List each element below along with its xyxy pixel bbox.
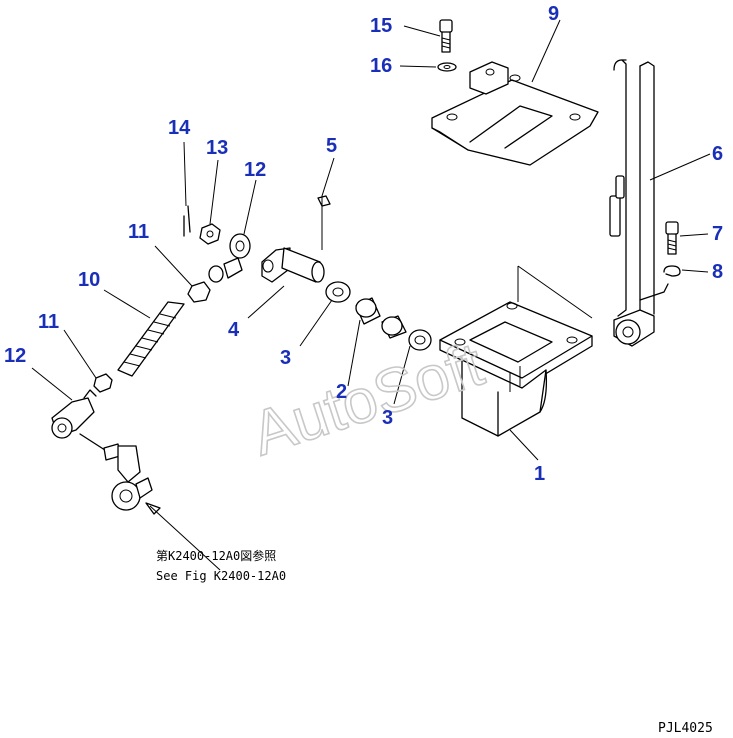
- callout-15: 15: [370, 15, 392, 37]
- figure-code: PJL4025: [658, 721, 713, 736]
- part-2-bushing-left: [355, 297, 381, 325]
- callout-13: 13: [206, 137, 228, 159]
- part-12-rod-end-upper: [208, 233, 251, 283]
- part-4-shaft: [261, 247, 325, 283]
- leader-lines: [31, 19, 711, 571]
- callout-11-upper: 11: [128, 221, 149, 243]
- callout-12-upper: 12: [244, 159, 266, 181]
- part-6-lever: [609, 59, 669, 347]
- part-13-nut: [199, 223, 221, 245]
- callout-12-lower: 12: [4, 345, 26, 367]
- part-11-nut-lower: [93, 373, 113, 393]
- callout-4: 4: [228, 319, 240, 341]
- part-5-key: [317, 195, 331, 207]
- part-12-rod-end-lower: [51, 389, 97, 439]
- part-7-bolt: [665, 221, 679, 255]
- reference-linkage-arm: [79, 433, 153, 511]
- part-10-rod: [117, 301, 185, 377]
- callout-10: 10: [78, 269, 100, 291]
- callout-16: 16: [370, 55, 392, 77]
- reference-note-english: See Fig K2400-12A0: [156, 569, 286, 583]
- callout-3-lower: 3: [382, 407, 393, 429]
- callout-11-lower: 11: [38, 311, 59, 333]
- part-16-washer: [437, 62, 457, 72]
- part-11-nut-upper: [187, 281, 211, 303]
- reference-note-japanese: 第K2400-12A0図参照: [156, 548, 276, 563]
- part-14-pin: [183, 205, 191, 237]
- part-9-plate: [431, 61, 599, 166]
- callout-2: 2: [336, 381, 347, 403]
- callout-3-upper: 3: [280, 347, 291, 369]
- callout-6: 6: [712, 143, 723, 165]
- callout-8: 8: [712, 261, 723, 283]
- part-8-washer: [663, 265, 681, 277]
- part-1-bracket: [439, 265, 593, 437]
- part-3-bushing-lower: [408, 329, 432, 351]
- callout-1: 1: [534, 463, 545, 485]
- callout-7: 7: [712, 223, 723, 245]
- part-15-bolt: [439, 19, 453, 53]
- callout-14: 14: [168, 117, 191, 139]
- callout-5: 5: [326, 135, 337, 157]
- callout-9: 9: [548, 3, 559, 25]
- part-2-bushing-right: [381, 315, 407, 339]
- part-3-bushing-upper: [325, 281, 351, 303]
